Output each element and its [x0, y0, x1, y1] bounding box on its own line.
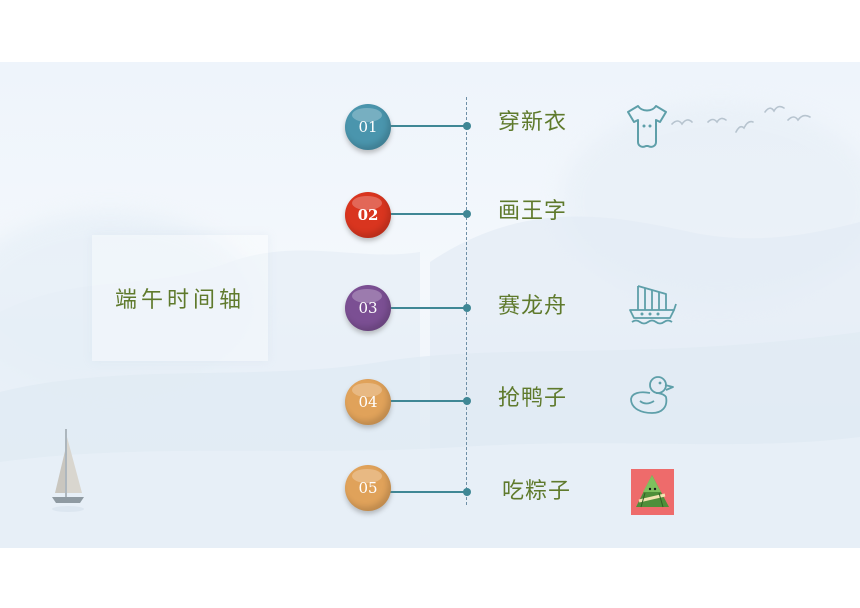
dragon-boat-icon	[629, 285, 677, 325]
timeline-dot	[463, 122, 471, 130]
timeline-connector	[390, 213, 467, 215]
timeline-dot	[463, 304, 471, 312]
baby-onesie-icon	[627, 105, 667, 148]
step-badge-01: 01	[345, 104, 391, 150]
timeline-connector	[390, 125, 467, 127]
page-title: 端午时间轴	[114, 288, 245, 313]
timeline-item-label: 抢鸭子	[498, 386, 568, 411]
duck-icon	[630, 376, 674, 414]
timeline-connector	[390, 307, 467, 309]
timeline-dot	[463, 488, 471, 496]
flying-birds-icon	[671, 105, 811, 133]
step-number: 02	[357, 206, 379, 224]
timeline-item-label: 穿新衣	[498, 110, 568, 135]
timeline-item-label: 吃粽子	[502, 479, 572, 504]
timeline-connector	[390, 491, 467, 493]
timeline-dot	[463, 210, 471, 218]
timeline-connector	[390, 400, 467, 402]
timeline-axis	[466, 97, 467, 505]
title-panel	[92, 235, 268, 361]
step-badge-02: 02	[345, 192, 391, 238]
step-badge-05: 05	[345, 465, 391, 511]
timeline-item-label: 画王字	[498, 199, 568, 224]
timeline-item-label: 赛龙舟	[498, 294, 568, 319]
step-badge-03: 03	[345, 285, 391, 331]
zongzi-icon	[631, 469, 674, 515]
step-number: 03	[358, 299, 378, 317]
sailboat-icon	[52, 429, 84, 512]
step-number: 05	[358, 479, 378, 497]
step-badge-04: 04	[345, 379, 391, 425]
step-number: 04	[358, 393, 378, 411]
timeline-dot	[463, 397, 471, 405]
step-number: 01	[358, 118, 378, 136]
